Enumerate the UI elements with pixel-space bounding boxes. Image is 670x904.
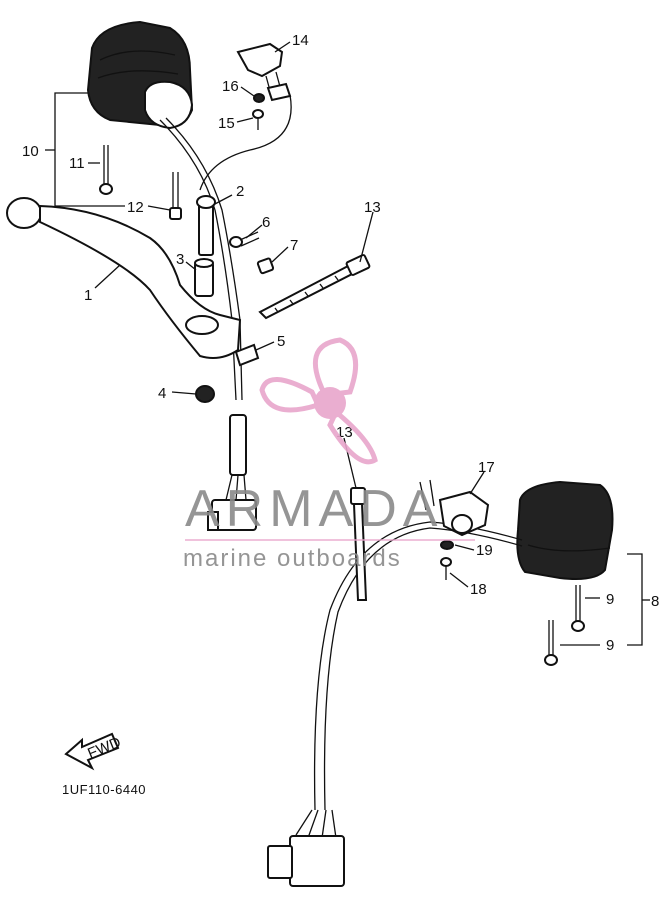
callout-18: 18 <box>470 581 487 598</box>
callout-16: 16 <box>222 78 239 95</box>
callout-11: 11 <box>69 155 85 172</box>
callout-8: 8 <box>651 593 659 610</box>
washer-19 <box>440 540 454 550</box>
callout-1: 1 <box>84 287 92 304</box>
callout-10: 10 <box>22 143 39 160</box>
callout-17: 17 <box>478 459 495 476</box>
brake-light-switch <box>236 42 292 102</box>
spring-5 <box>234 343 260 367</box>
washer-16 <box>253 93 265 103</box>
callout-3: 3 <box>176 251 184 268</box>
leader-lines <box>45 41 650 646</box>
drawing-code: 1UF110-6440 <box>62 782 146 797</box>
screw-11 <box>99 145 113 195</box>
watermark-tagline: marine outboards <box>183 545 402 572</box>
callout-13-upper: 13 <box>364 199 381 216</box>
forward-arrow-icon: FWD <box>64 732 123 771</box>
callout-2: 2 <box>236 183 244 200</box>
cable-tie-lower <box>350 487 368 601</box>
callout-9-upper: 9 <box>606 591 614 608</box>
brake-switch-wire <box>199 94 292 191</box>
watermark-brand: ARMADA <box>185 480 443 538</box>
screw-18 <box>440 557 452 580</box>
callout-labels: 10 11 12 1 2 3 4 5 6 7 13 14 16 15 13 17… <box>22 32 659 797</box>
callout-9-lower: 9 <box>606 637 614 654</box>
callout-6: 6 <box>262 214 270 231</box>
front-brake-switch <box>419 479 490 537</box>
left-handlebar-switch <box>86 20 194 130</box>
screw-9-upper <box>571 585 585 632</box>
right-connector <box>267 809 345 887</box>
callout-14: 14 <box>292 32 309 49</box>
clutch-lever <box>6 197 242 359</box>
callout-5: 5 <box>277 333 285 350</box>
screw-12 <box>169 172 182 220</box>
right-handlebar-switch <box>516 480 614 580</box>
lever-pivot-bolt <box>196 195 216 256</box>
screw-6 <box>229 231 260 248</box>
collar <box>194 258 214 297</box>
screw-9-lower <box>544 620 558 666</box>
callout-4: 4 <box>158 385 166 402</box>
callout-7: 7 <box>290 237 298 254</box>
nut-4 <box>195 385 215 403</box>
propeller-logo-icon <box>259 337 378 465</box>
left-connector <box>207 414 257 531</box>
nut-7 <box>256 257 275 275</box>
fwd-label: FWD <box>85 734 123 763</box>
callout-12: 12 <box>127 199 144 216</box>
watermark: ARMADA marine outboards <box>183 337 475 572</box>
left-switch-cable <box>159 119 237 401</box>
callout-15: 15 <box>218 115 235 132</box>
screw-15 <box>252 109 264 130</box>
cable-tie-upper <box>258 254 371 320</box>
callout-19: 19 <box>476 542 493 559</box>
